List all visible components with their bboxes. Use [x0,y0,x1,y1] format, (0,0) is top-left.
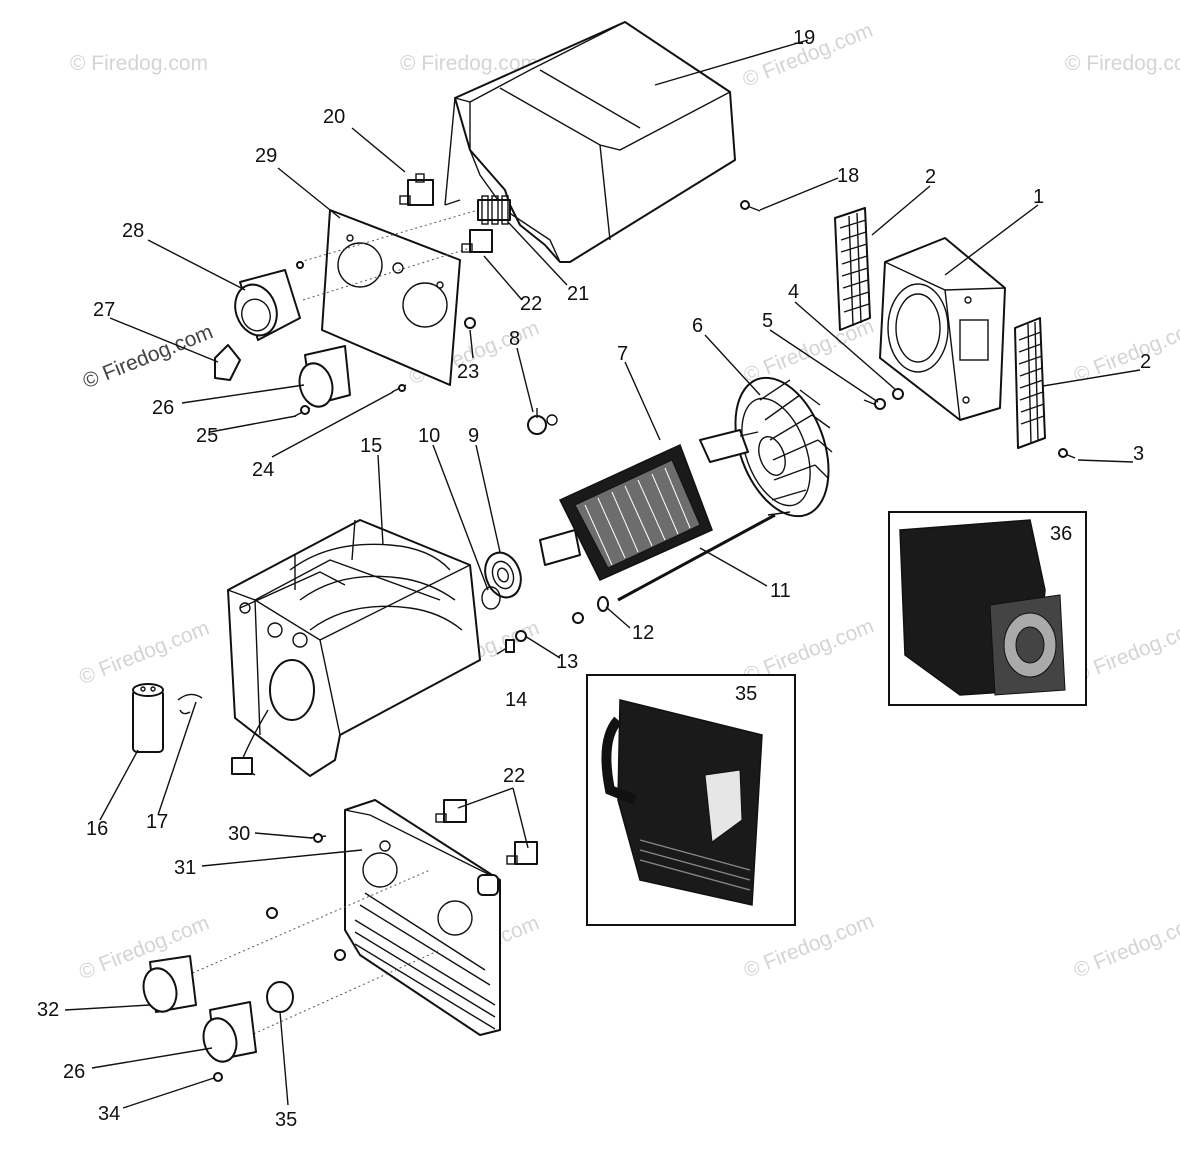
callouts: 1 2 2 3 4 5 6 7 8 9 10 11 12 13 14 15 16… [37,27,1151,1131]
part-washer-4 [892,388,904,400]
part-nut-lower [266,907,346,961]
part-control-panel-29 [299,209,479,386]
part-small-screw [296,261,304,269]
part-screw-3 [1058,448,1076,459]
part-outlet-26-bottom [202,1001,257,1063]
part-nut-23 [464,317,476,329]
callout-25: 25 [196,425,218,447]
callout-2: 2 [1140,351,1151,373]
callout-12: 12 [632,622,654,644]
part-rotor [539,429,759,581]
callout-21: 21 [567,283,589,305]
callout-13: 13 [556,651,578,673]
callout-3: 3 [1133,443,1144,465]
callout-26: 26 [152,397,174,419]
part-terminal-21 [477,195,511,225]
callout-20: 20 [323,106,345,128]
part-screw-30 [309,833,327,843]
part-louvre-panel-right [1014,317,1046,449]
callout-8: 8 [509,328,520,350]
callout-10: 10 [418,425,440,447]
callout-9: 9 [468,425,479,447]
callout-11: 11 [770,580,791,602]
callout-5: 5 [762,310,773,332]
callout-15: 15 [360,435,382,457]
callout-33: 34 [98,1103,120,1125]
part-stator-frame [227,519,481,777]
part-o-ring [481,586,501,610]
part-screw-18 [740,200,761,212]
watermark: © Firedog.com [80,320,217,393]
inset-kit-36: 36 [888,511,1087,706]
part-outlet-32 [142,955,197,1013]
part-capacitor-clip [177,693,203,715]
callout-26: 26 [63,1061,85,1083]
leader-lines [64,39,1141,1109]
watermark: © Firedog.com [76,616,213,689]
watermark: © Firedog.com [400,52,538,75]
part-switch-22-bottom-2 [506,841,538,865]
part-plug-34 [266,981,294,1013]
callout-6: 6 [692,315,703,337]
part-outlet-cover-27 [214,344,241,381]
part-screw-14 [496,639,515,655]
callout-1: 1 [1033,186,1044,208]
part-brush-holder [527,408,558,435]
callout-30: 30 [228,823,250,845]
part-outlet-28 [234,269,301,341]
part-screw-25 [294,405,311,417]
callout-19: 19 [793,27,815,49]
callout-24: 24 [252,459,274,481]
callout-27: 27 [93,299,115,321]
watermark: © Firedog.com [740,314,877,387]
callout-4: 4 [788,281,799,303]
callout-16: 16 [86,818,108,840]
callout-18: 18 [837,165,859,187]
callout-2: 2 [925,166,936,188]
watermark: © Firedog.com [1070,909,1180,982]
inset-kit-35: 35 [586,674,796,926]
part-switch-22-top [461,229,493,253]
part-outlet-26-top [298,345,351,408]
part-screw-33 [213,1072,223,1082]
callout-23: 23 [457,361,479,383]
part-louvre-panel-left [834,207,871,331]
callout-36: 36 [1050,523,1072,545]
part-switch-22-bottom-1 [435,799,467,823]
callout-22: 22 [503,765,525,787]
part-cooling-fan [734,376,833,518]
callout-34: 35 [275,1109,297,1131]
callout-17: 17 [146,811,168,833]
callout-29: 29 [255,145,277,167]
part-control-panel-31 [187,799,501,1041]
callout-7: 7 [617,343,628,365]
watermark: © Firedog.com [70,52,208,75]
callout-35: 35 [735,683,757,705]
part-through-bolt [617,513,776,605]
callout-32: 32 [37,999,59,1021]
callout-31: 31 [174,857,196,879]
callout-28: 28 [122,220,144,242]
part-bearing [484,551,522,599]
part-switch-20 [399,173,434,206]
part-washer-12 [597,596,609,612]
watermark: © Firedog.com [1065,52,1180,75]
watermark: © Firedog.com [1070,314,1180,387]
part-screw-24 [391,384,407,393]
callout-22: 22 [520,293,542,315]
part-end-bell [879,237,1006,421]
callout-14: 14 [505,689,527,711]
part-capacitor [132,683,164,753]
